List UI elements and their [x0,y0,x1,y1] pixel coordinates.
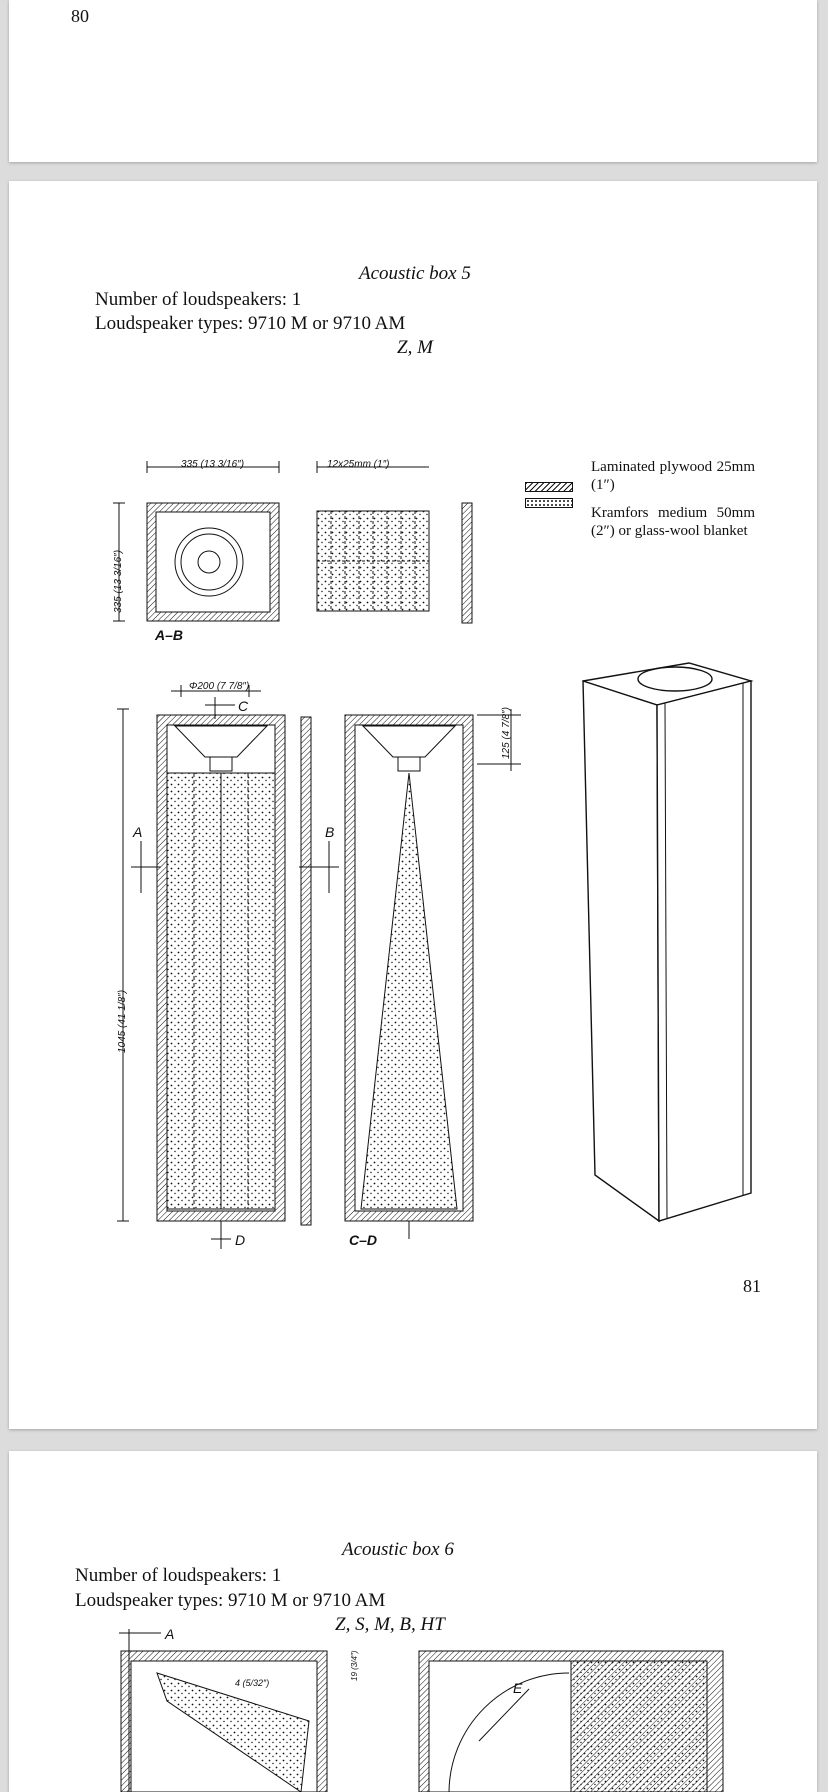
legend-kramfors-swatch [525,498,573,508]
legend-plywood-text: Laminated plywood 25mm (1″) [591,459,755,493]
perspective-view [582,662,754,1223]
section-title: Acoustic box 5 [359,263,471,284]
dim-slats: 12x25mm (1″) [327,459,389,470]
variant-codes: Z, S, M, B, HT [335,1614,445,1635]
section-label-e: E [513,1680,523,1696]
page-81: Acoustic box 5 Number of loudspeakers: 1… [9,181,817,1429]
section-title: Acoustic box 6 [342,1539,454,1560]
page-80: 80 [9,0,817,162]
section-label-c: C [238,698,249,714]
section-label-b: B [325,824,334,840]
section-label-cd: C–D [349,1232,377,1248]
section-label-a: A [164,1626,174,1642]
dim-width-top: 335 (13 3/16″) [181,459,244,470]
dim-19: 19 (3/4″) [350,1650,359,1681]
plan-view-ab: 335 (13 3/16″) 335 (13 3/16″) A–B [113,459,280,643]
loudspeaker-count: Number of loudspeakers: 1 [75,1565,282,1586]
legend-kramfors-text: Kramfors medium 50mm (2″) or glass-wool … [591,505,755,539]
dim-height-top: 335 (13 3/16″) [113,550,124,613]
dim-small: 4 (5/32″) [235,1678,269,1688]
section-label-a: A [132,824,142,840]
front-section-view: Φ200 (7 7/8″) C 1045 (41 1/8″) A B [117,681,339,1249]
loudspeaker-types: Loudspeaker types: 9710 M or 9710 AM [95,313,406,334]
slat-panel-view: 12x25mm (1″) [316,459,473,624]
loudspeaker-count: Number of loudspeakers: 1 [95,289,302,310]
side-section-cd: 125 (4 7/8″) C–D [344,707,521,1248]
section-label-ab: A–B [154,627,183,643]
variant-codes: Z, M [397,337,433,358]
legend-plywood-swatch [525,482,573,492]
page-82: Acoustic box 6 Number of loudspeakers: 1… [9,1451,817,1792]
dim-diameter: Φ200 (7 7/8″) [189,681,249,692]
page-number: 81 [743,1276,761,1296]
dim-height-main: 1045 (41 1/8″) [117,990,128,1053]
section-label-d: D [235,1232,245,1248]
technical-drawings-box6: A 4 (5/32″) 19 (3/4″) E [119,1626,724,1792]
page-number: 80 [71,6,89,26]
technical-drawings: 335 (13 3/16″) 335 (13 3/16″) A–B 12x25m… [113,459,754,1249]
dim-depth-top: 125 (4 7/8″) [501,707,512,759]
loudspeaker-types: Loudspeaker types: 9710 M or 9710 AM [75,1590,386,1611]
